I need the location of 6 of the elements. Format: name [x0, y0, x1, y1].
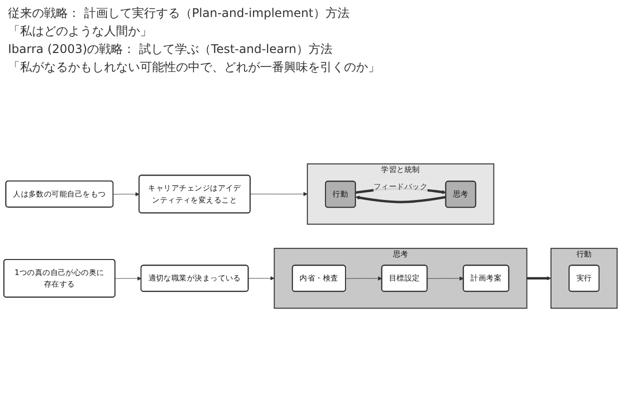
note-text: Ibarra (2003)の戦略： 試して学ぶ（Test-and-learn）方法 [8, 41, 334, 58]
arrow [526, 276, 552, 280]
note-text: 「私がなるかもしれない可能性の中で、どれが一番興味を引くのか」 [8, 59, 381, 76]
note-text: 従来の戦略： 計画して実行する（Plan-and-implement）方法 [8, 5, 350, 22]
arrow [355, 196, 446, 204]
note-text: 「私はどのような人間か」 [8, 23, 153, 40]
